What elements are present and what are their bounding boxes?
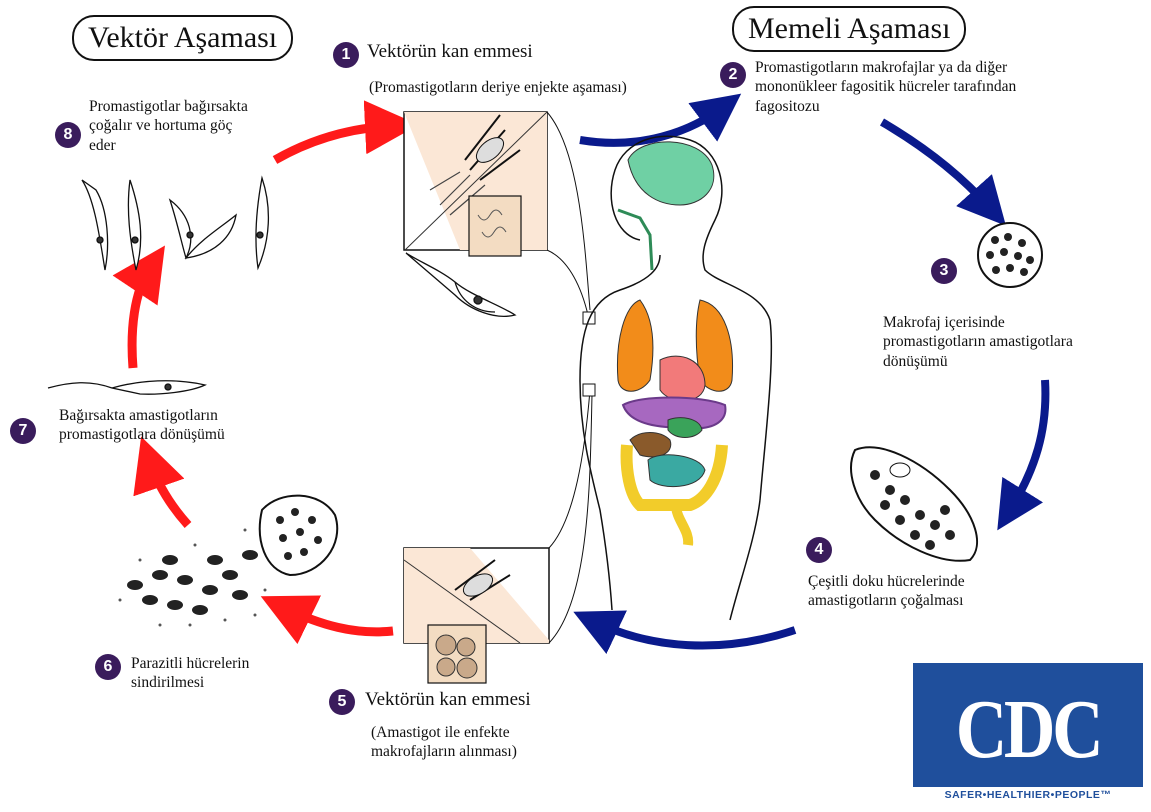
step-8-line-2: çoğalır ve hortuma göç	[89, 117, 232, 134]
step-6-line-2: sindirilmesi	[131, 674, 204, 691]
arrow-3-to-4	[1010, 380, 1045, 510]
cdc-logo-letters: CDC	[930, 681, 1126, 778]
step-2-line-2: mononükleer fagositik hücreler tarafında…	[755, 78, 1016, 95]
arrow-7-to-8	[132, 268, 150, 368]
arrow-8-to-1	[275, 126, 392, 160]
macrophage-with-amastigotes	[978, 223, 1042, 287]
parasitized-cells-digestion	[119, 496, 338, 627]
step-6-line-1: Parazitli hücrelerin	[131, 655, 249, 672]
sandfly-feeding-panel-bottom	[404, 548, 549, 683]
step-5-detail-line-1: (Amastigot ile enfekte	[371, 724, 510, 741]
infected-tissue-cell	[851, 447, 977, 560]
step-2-line-3: fagositozu	[755, 98, 820, 115]
cdc-logo: CDC SAFER•HEALTHIER•PEOPLE™	[913, 663, 1143, 805]
sandfly-feeding-panel-top	[404, 112, 547, 256]
step-3-line-1: Makrofaj içerisinde	[883, 314, 1005, 331]
step-4-badge: 4	[806, 537, 832, 563]
mammal-stage-title: Memeli Aşaması	[732, 6, 966, 52]
step-7-line-2: promastigotlara dönüşümü	[59, 426, 225, 443]
step-7-line-1: Bağırsakta amastigotların	[59, 407, 218, 424]
step-2-badge: 2	[720, 62, 746, 88]
step-8-line-1: Promastigotlar bağırsakta	[89, 98, 248, 115]
step-2-line-1: Promastigotların makrofajlar ya da diğer	[755, 59, 1007, 76]
step-7-badge: 7	[10, 418, 36, 444]
single-promastigote	[406, 253, 515, 316]
step7-promastigote	[48, 381, 205, 394]
promastigotes-illustration	[82, 178, 268, 270]
step-2-text: Promastigotların makrofajlar ya da diğer…	[755, 58, 1016, 116]
step-3-badge: 3	[931, 258, 957, 284]
step-8-text: Promastigotlar bağırsakta çoğalır ve hor…	[89, 97, 248, 155]
step-5-detail: (Amastigot ile enfekte makrofajların alı…	[371, 723, 517, 762]
cdc-logo-tagline: SAFER•HEALTHIER•PEOPLE™	[913, 789, 1143, 801]
human-body	[580, 136, 771, 620]
step-5-title: Vektörün kan emmesi	[365, 688, 531, 712]
step-8-line-3: eder	[89, 137, 116, 154]
step-4-text: Çeşitli doku hücrelerinde amastigotların…	[808, 572, 965, 611]
vector-stage-title: Vektör Aşaması	[72, 15, 293, 61]
step-3-line-2: promastigotların amastigotlara	[883, 333, 1073, 350]
step-1-detail: (Promastigotların deriye enjekte aşaması…	[369, 78, 627, 97]
step-7-text: Bağırsakta amastigotların promastigotlar…	[59, 406, 225, 445]
step-3-line-3: dönüşümü	[883, 353, 948, 370]
step-4-line-2: amastigotların çoğalması	[808, 592, 963, 609]
step-6-text: Parazitli hücrelerin sindirilmesi	[131, 654, 249, 693]
arrow-6-to-7	[150, 462, 188, 525]
step-4-line-1: Çeşitli doku hücrelerinde	[808, 573, 965, 590]
cdc-logo-box: CDC	[913, 663, 1143, 787]
arrow-5-to-6	[285, 608, 393, 632]
step-1-badge: 1	[333, 42, 359, 68]
arrow-2-to-3	[882, 122, 990, 208]
step-5-detail-line-2: makrofajların alınması)	[371, 743, 517, 760]
step-3-text: Makrofaj içerisinde promastigotların ama…	[883, 313, 1073, 371]
step-1-title: Vektörün kan emmesi	[367, 40, 533, 64]
arrow-4-to-5	[595, 622, 795, 646]
step-6-badge: 6	[95, 654, 121, 680]
step-8-badge: 8	[55, 122, 81, 148]
step-5-badge: 5	[329, 689, 355, 715]
